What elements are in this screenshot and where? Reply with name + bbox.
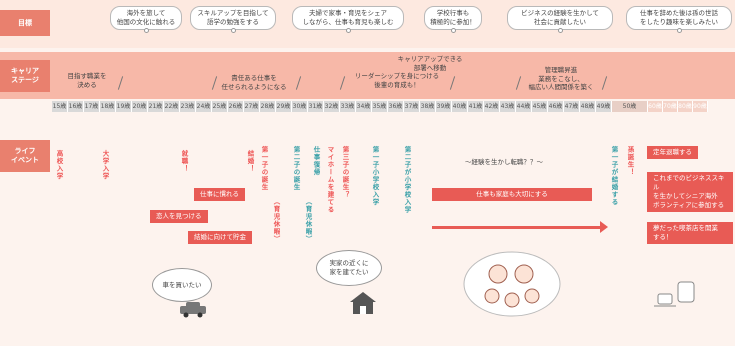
- age-cell: 28歳: [260, 101, 276, 112]
- car-illustration: [180, 302, 206, 318]
- box-retire: 定年退職する: [647, 146, 698, 159]
- age-cell: 47歳: [564, 101, 580, 112]
- career-row-label: キャリア ステージ: [0, 60, 50, 92]
- event-grandchild: 孫誕生！: [626, 146, 634, 176]
- event-leave-1: （育児休暇）: [272, 198, 280, 243]
- age-cell: 18歳: [100, 101, 116, 112]
- event-university: 大学入学: [101, 150, 109, 180]
- age-cell: 30歳: [292, 101, 308, 112]
- age-cell: 32歳: [324, 101, 340, 112]
- age-cell: 17歳: [84, 101, 100, 112]
- goal-dot: [677, 28, 682, 33]
- age-cell: 25歳: [212, 101, 228, 112]
- event-third-child: 第三子の誕生？: [341, 146, 349, 199]
- box-volunteer: これまでのビジネススキル を生かしてシニア海外 ボランティアに参加する: [647, 172, 733, 212]
- age-cell: 43歳: [500, 101, 516, 112]
- goal-school: 学校行事も 積極的に参加！: [424, 6, 482, 33]
- age-cell: 22歳: [164, 101, 180, 112]
- goal-dot: [451, 28, 456, 33]
- age-cell: 24歳: [196, 101, 212, 112]
- age-cell: 40歳: [452, 101, 468, 112]
- goal-dot: [231, 28, 236, 33]
- age-cell: 70歳: [663, 101, 678, 112]
- age-cell: 46歳: [548, 101, 564, 112]
- age-cell: 49歳: [596, 101, 612, 112]
- age-cell: 15歳: [52, 101, 68, 112]
- age-cell: 36歳: [388, 101, 404, 112]
- event-first-school: 第一子小学校入学: [371, 146, 379, 206]
- life-row-label: ライフ イベント: [0, 140, 50, 172]
- age-cell: 80歳: [678, 101, 693, 112]
- age-cell: 19歳: [116, 101, 132, 112]
- goal-share: 夫婦で家事・育児をシェア しながら、仕事も育児も楽しむ: [292, 6, 404, 33]
- goal-travel: 海外を旅して 他国の文化に触れる: [110, 6, 182, 33]
- coffee-illustration: [654, 281, 695, 307]
- event-house: マイホームを建てる: [326, 146, 334, 214]
- arrow-head: [600, 221, 608, 233]
- age-cell: 29歳: [276, 101, 292, 112]
- box-get-used: 仕事に慣れる: [194, 188, 245, 201]
- age-cell: 33歳: [340, 101, 356, 112]
- age-cell: 90歳: [693, 101, 708, 112]
- career-change-note: ～経験を生かし転職？？～: [465, 158, 543, 166]
- age-cell: 39歳: [436, 101, 452, 112]
- age-cell: 37歳: [404, 101, 420, 112]
- progress-arrow: [432, 226, 602, 229]
- career-decide: 目指す職業を 決める: [67, 72, 107, 89]
- career-manager: 管理職昇進 業務をこなし、 幅広い人間関係を築く: [528, 66, 594, 91]
- box-partner: 恋人を見つける: [150, 210, 208, 223]
- age-cell: 23歳: [180, 101, 196, 112]
- event-first-child: 第一子の誕生: [260, 146, 268, 191]
- age-cell: 35歳: [372, 101, 388, 112]
- age-cell: 42歳: [484, 101, 500, 112]
- career-transfer: キャリアアップできる 部署へ移動: [397, 55, 463, 72]
- age-cell: 26歳: [228, 101, 244, 112]
- age-cell: 31歳: [308, 101, 324, 112]
- goal-dot: [144, 28, 149, 33]
- age-cell: 44歳: [516, 101, 532, 112]
- family-illustration: [463, 251, 561, 317]
- age-cell: 34歳: [356, 101, 372, 112]
- event-employment: 就職！: [180, 150, 188, 173]
- career-leadership: リーダーシップを身につける 後輩の育成も！: [354, 72, 440, 89]
- age-cell: 27歳: [244, 101, 260, 112]
- event-second-school: 第二子が小学校入学: [403, 146, 411, 214]
- goal-language: スキルアップを目指して 語学の勉強をする: [190, 6, 276, 33]
- age-cell: 38歳: [420, 101, 436, 112]
- event-marriage: 結婚！: [246, 150, 254, 173]
- box-saving: 結婚に向けて貯金: [188, 231, 252, 244]
- goal-row-label: 目標: [0, 10, 50, 36]
- event-second-child: 第二子の誕生: [292, 146, 300, 191]
- event-high-school: 高校入学: [55, 150, 63, 180]
- house-illustration: [350, 292, 376, 314]
- age-cell: 45歳: [532, 101, 548, 112]
- age-cell: 16歳: [68, 101, 84, 112]
- box-cafe: 夢だった喫茶店を開業 する！: [647, 222, 733, 244]
- goal-retire: 仕事を辞めた後は孫の世話 をしたり趣味を楽しみたい: [626, 6, 732, 33]
- car-bubble: 車を買いたい: [152, 268, 212, 302]
- event-leave-2: （育児休暇）: [304, 198, 312, 243]
- age-cell: 41歳: [468, 101, 484, 112]
- career-responsible: 責任ある仕事を 任せられるようになる: [221, 74, 287, 91]
- age-cell: 21歳: [148, 101, 164, 112]
- age-cell: 48歳: [580, 101, 596, 112]
- event-return: 仕事復帰: [312, 146, 320, 176]
- age-cell: 60歳: [648, 101, 663, 112]
- goal-dot: [558, 28, 563, 33]
- goal-dot: [346, 28, 351, 33]
- goal-society: ビジネスの経験を生かして 社会に貢献したい: [507, 6, 613, 33]
- age-cell: 20歳: [132, 101, 148, 112]
- career-band: [0, 52, 735, 99]
- event-first-marry: 第一子が結婚する: [610, 146, 618, 206]
- age-cell: 50歳: [612, 101, 648, 112]
- home-bubble: 実家の近くに 家を建てたい: [316, 250, 382, 286]
- box-balance: 仕事も家庭も大切にする: [432, 188, 592, 201]
